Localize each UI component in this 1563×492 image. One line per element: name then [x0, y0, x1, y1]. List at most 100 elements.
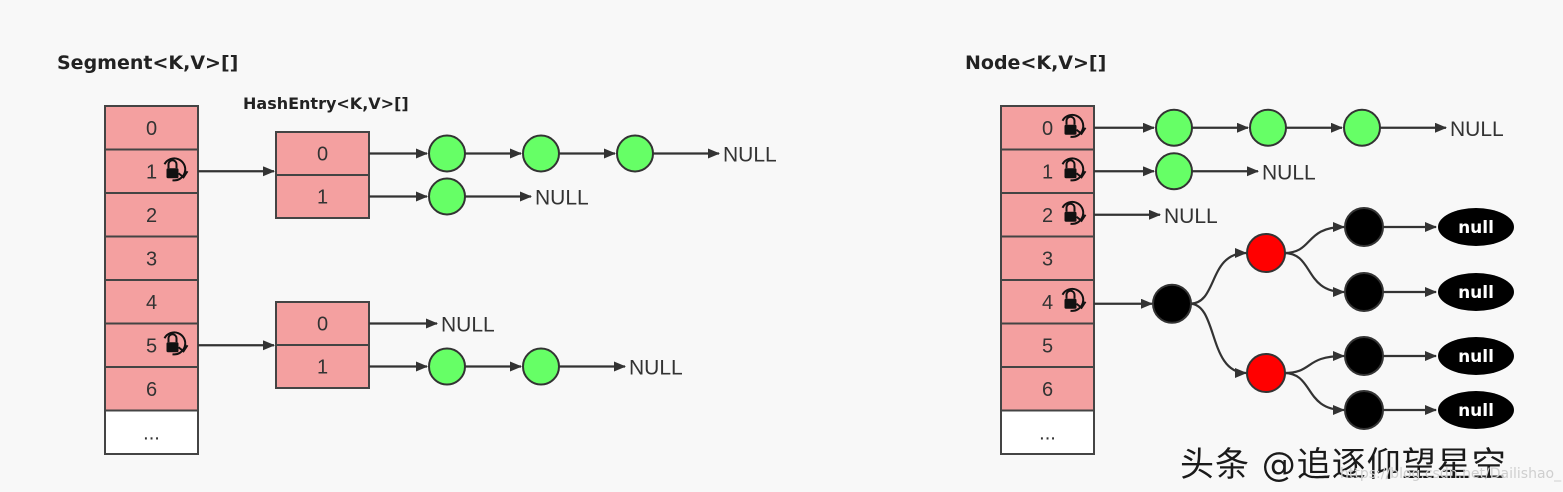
lock-body — [1064, 298, 1077, 309]
node-cell: 3 — [1000, 235, 1095, 281]
tree-null-ellipse — [1438, 273, 1514, 311]
list-node — [428, 134, 466, 173]
lock-icon — [1061, 157, 1087, 182]
lock-arrow — [1075, 170, 1087, 179]
list-node — [1155, 152, 1193, 191]
red-black-tree: null null null null — [1094, 207, 1514, 430]
segment-cell: 0 — [104, 105, 199, 151]
hashentry-table: 01 — [275, 301, 370, 389]
node-cell-box — [1000, 279, 1095, 325]
null-label: NULL — [1450, 118, 1504, 141]
node-cell-box — [1000, 148, 1095, 194]
tree-null-label: null — [1458, 347, 1494, 367]
hashentry-index: 0 — [317, 314, 328, 336]
tree-edge — [1283, 351, 1345, 375]
segment-cell-box — [104, 105, 199, 151]
hashentry-table: 01 — [275, 131, 370, 219]
tree-edge — [1189, 302, 1247, 378]
hashentry-array-title: HashEntry<K,V>[] — [243, 94, 409, 113]
segment-array-title: Segment<K,V>[] — [57, 52, 238, 74]
watermark: 头条 @追逐仰望星空 — [1180, 445, 1507, 485]
hashentry-index: 0 — [317, 144, 328, 166]
segment-index: ... — [143, 422, 160, 444]
segment-cell: 2 — [104, 192, 199, 238]
lock-icon — [1061, 287, 1087, 312]
tree-black-node — [1344, 336, 1384, 376]
node-index: 3 — [1042, 248, 1053, 270]
lock-arrow — [1075, 127, 1087, 136]
tree-null-ellipse — [1438, 208, 1514, 246]
lock-arrow — [177, 170, 189, 179]
list-node — [1249, 108, 1287, 147]
segment-cell: 3 — [104, 235, 199, 281]
node-index: 5 — [1042, 335, 1053, 357]
list-node — [428, 177, 466, 216]
tree-black-node — [1152, 283, 1192, 324]
node-array: 0 12 3 4 5 6... — [1000, 105, 1095, 455]
node-index: 0 — [1042, 118, 1053, 140]
node-index: 4 — [1042, 292, 1053, 314]
tree-black-node — [1344, 272, 1384, 312]
tree-edge — [1283, 371, 1345, 415]
lock-arc — [163, 157, 187, 182]
hashentry-index: 1 — [317, 357, 328, 379]
list-node — [522, 134, 560, 173]
lock-body — [166, 342, 179, 353]
segment-index: 1 — [146, 161, 157, 183]
lock-body — [166, 168, 179, 179]
hashentry-index: 1 — [317, 187, 328, 209]
tree-black-node — [1344, 390, 1384, 430]
list-node — [522, 347, 560, 386]
lock-icon — [1061, 113, 1087, 138]
segment-index: 2 — [146, 205, 157, 227]
segment-cell: 6 — [104, 366, 199, 412]
lock-body — [1064, 211, 1077, 222]
lock-body — [1064, 124, 1077, 135]
lock-shackle — [167, 333, 178, 343]
node-cell: 1 — [1000, 148, 1095, 194]
node-cell-box — [1000, 409, 1095, 455]
lock-arc — [1061, 200, 1085, 225]
node-index: ... — [1039, 422, 1056, 444]
tree-edge — [1189, 248, 1247, 305]
segment-array: 0123456... — [104, 105, 199, 455]
segment-index: 6 — [146, 379, 157, 401]
node-cell: 0 — [1000, 105, 1095, 151]
segment-index: 3 — [146, 248, 157, 270]
node-cell: 6 — [1000, 366, 1095, 412]
lock-shackle — [1065, 202, 1076, 212]
tree-null-label: null — [1458, 283, 1494, 303]
lock-arc — [1061, 113, 1085, 138]
tree-red-node — [1246, 353, 1286, 393]
tree-null-ellipse — [1438, 391, 1514, 429]
node-index: 6 — [1042, 379, 1053, 401]
tree-edge — [1283, 222, 1345, 255]
lock-arrow — [1075, 301, 1087, 310]
segment-index: 5 — [146, 335, 157, 357]
tree-null-label: null — [1458, 218, 1494, 238]
segment-cell: 1 — [104, 148, 199, 194]
null-label: NULL — [629, 357, 683, 380]
hashentry-cell-box — [275, 344, 370, 389]
lock-shackle — [1065, 289, 1076, 299]
node-array-title: Node<K,V>[] — [965, 52, 1106, 74]
lock-arc — [1061, 157, 1085, 182]
node-cell: 2 — [1000, 192, 1095, 238]
watermark-url: https://blog.csdn.net/Dailishao_ — [1340, 466, 1562, 482]
null-label: NULL — [1164, 205, 1218, 228]
lock-shackle — [167, 159, 178, 169]
node-cell-box — [1000, 366, 1095, 412]
tree-null-label: null — [1458, 401, 1494, 421]
lock-icon — [1061, 200, 1087, 225]
lock-arrow — [177, 344, 189, 353]
list-node — [1155, 108, 1193, 147]
tree-null-ellipse — [1438, 337, 1514, 375]
lock-body — [1064, 168, 1077, 179]
tree-red-node — [1246, 233, 1286, 273]
null-label: NULL — [535, 187, 589, 210]
segment-cell-box — [104, 366, 199, 412]
